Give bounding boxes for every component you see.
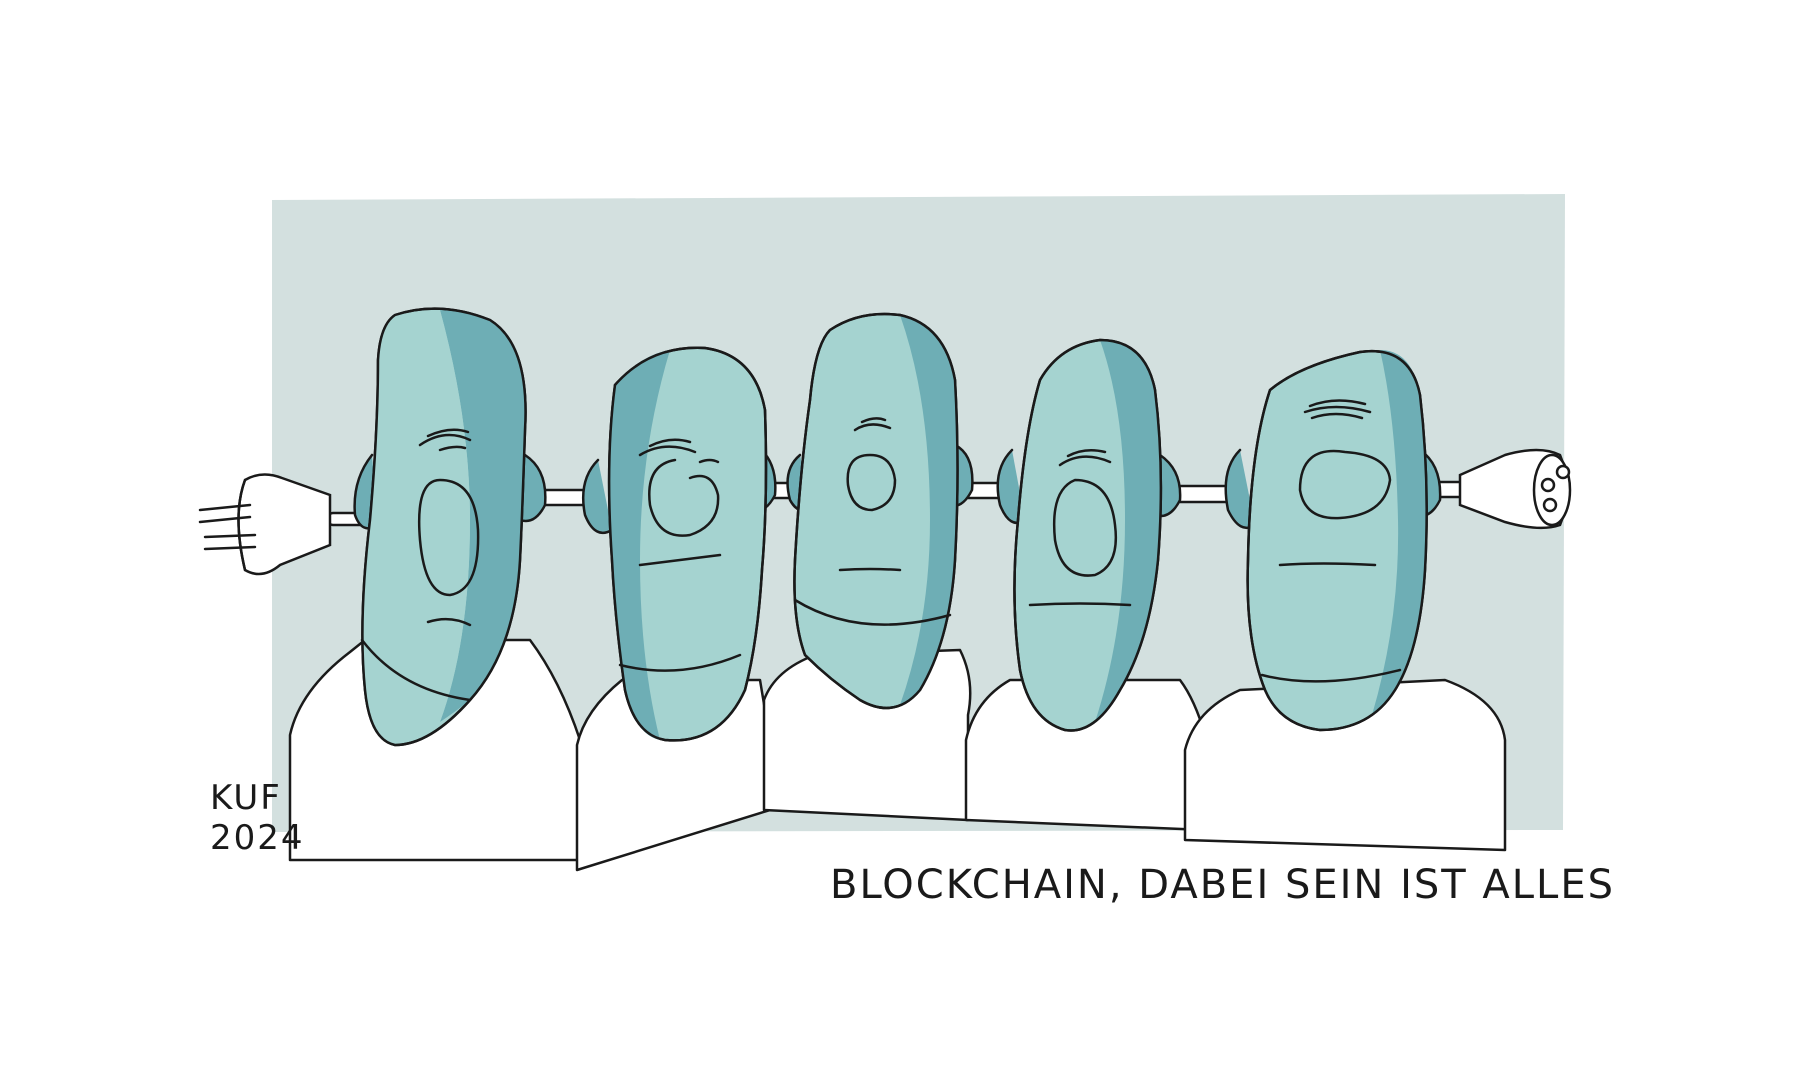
head-4	[996, 338, 1182, 732]
head-1-chin-line	[360, 638, 472, 702]
head-3-eyes	[853, 417, 892, 432]
head-4-shadow	[1095, 340, 1161, 722]
head-2-shadow	[609, 350, 670, 740]
head-4-nose	[1053, 478, 1118, 577]
artist-signature: KUF 2024	[210, 778, 305, 858]
socket-icon	[1458, 448, 1572, 530]
head-3-mouth	[838, 567, 902, 572]
cartoon-caption: Blockchain, dabei sein ist alles	[830, 862, 1615, 908]
head-1	[353, 307, 547, 747]
head-5-ear-left	[1224, 448, 1257, 530]
head-3-nose	[846, 453, 897, 512]
head-2-chin-line	[618, 653, 742, 672]
signature-name: KUF	[210, 778, 282, 818]
head-1-shadow	[440, 310, 526, 722]
head-5	[1224, 349, 1442, 732]
head-4-eyes	[1058, 448, 1112, 467]
head-2-ear-left	[581, 458, 614, 535]
head-1-mouth	[426, 617, 472, 627]
head-1-eyes	[418, 428, 472, 452]
head-5-eyes	[1303, 399, 1372, 420]
head-3	[786, 312, 974, 710]
signature-year: 2024	[210, 818, 305, 858]
plug-icon	[198, 473, 332, 576]
head-5-mouth	[1278, 562, 1377, 567]
head-2-nose	[648, 458, 720, 537]
bodies	[288, 638, 1507, 872]
head-5-nose	[1298, 449, 1392, 520]
head-2-eyes	[638, 438, 720, 464]
head-3-chin-line	[793, 598, 952, 626]
head-4-mouth	[1028, 602, 1132, 607]
head-2	[581, 346, 777, 742]
head-3-shadow	[900, 315, 958, 705]
head-2-mouth	[638, 553, 722, 567]
head-5-chin-line	[1260, 668, 1402, 683]
head-1-ear-right	[518, 453, 547, 523]
head-5-shadow	[1372, 350, 1427, 715]
head-1-nose	[418, 478, 480, 597]
